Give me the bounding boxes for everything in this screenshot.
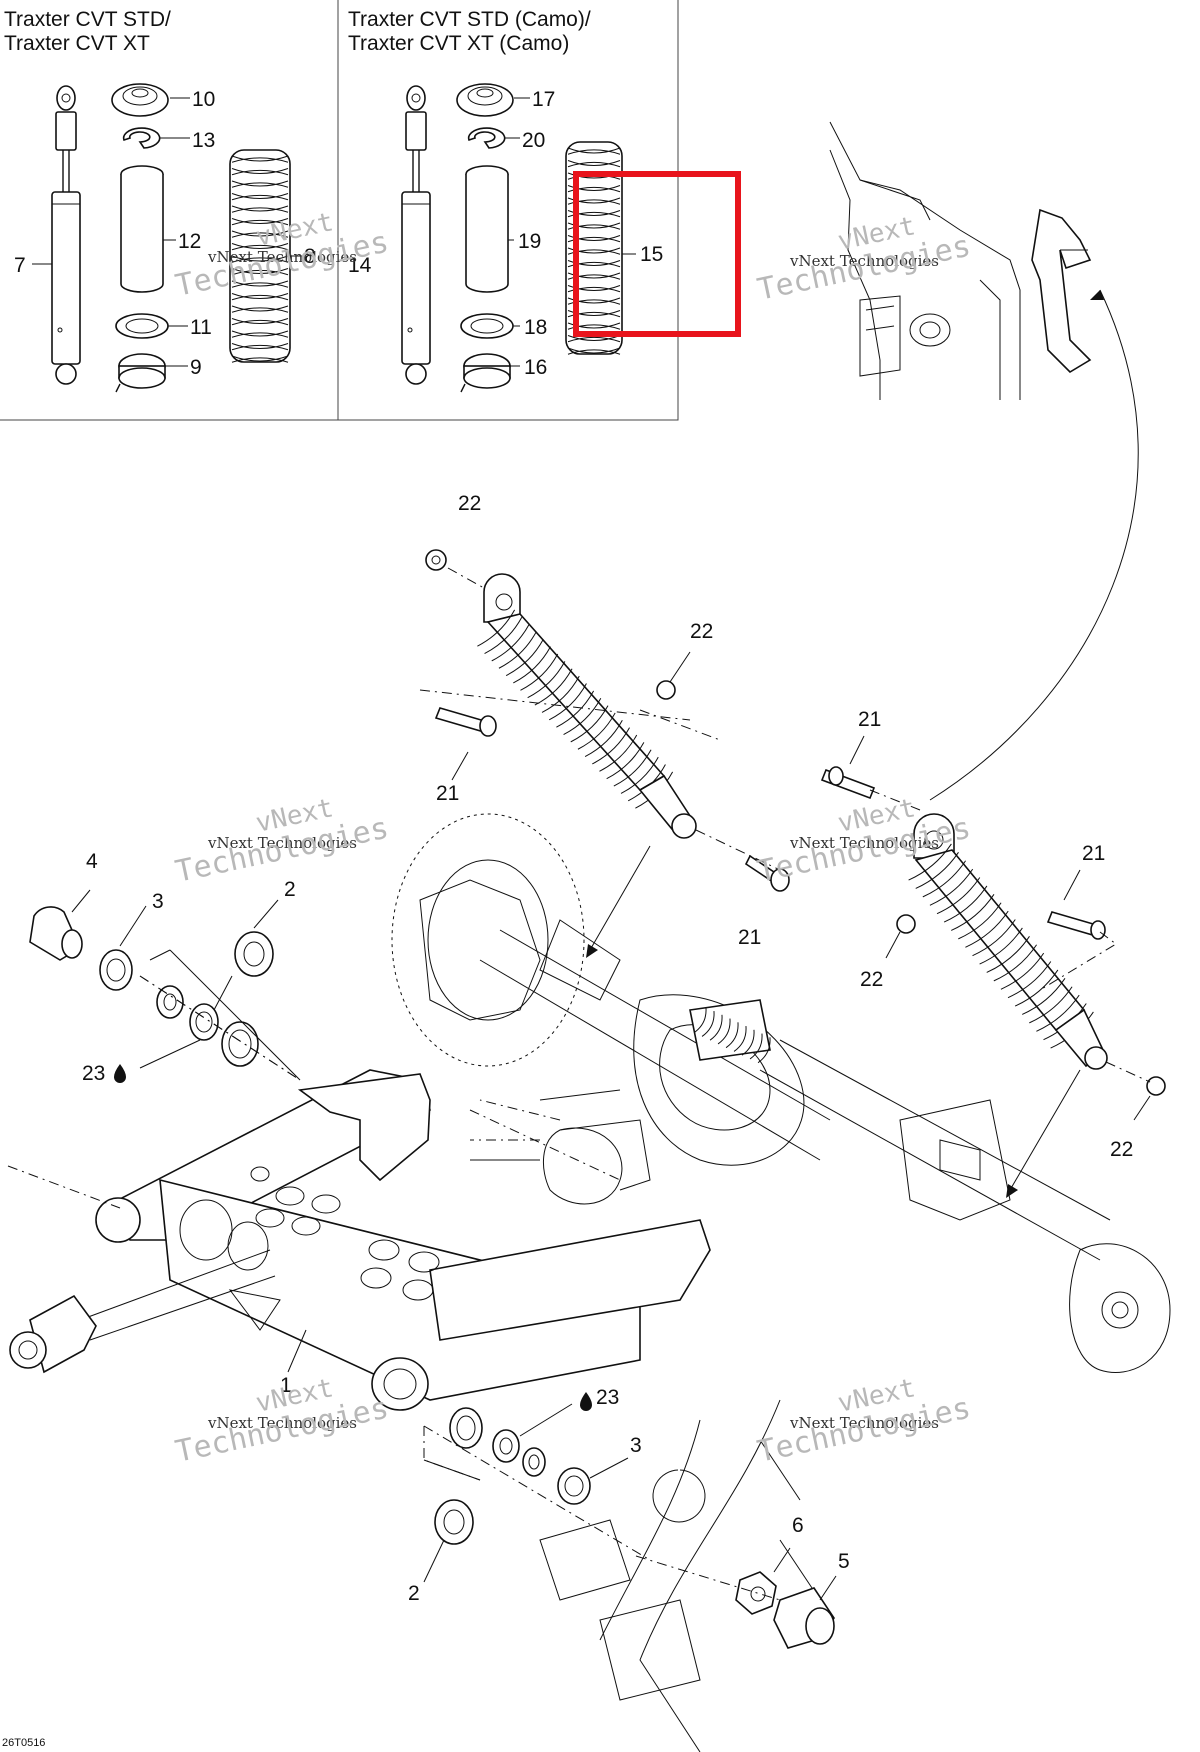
left-washer [115, 313, 169, 339]
callout-5: 5 [838, 1550, 850, 1573]
mount-arrow [929, 289, 1139, 801]
watermark-low-left: vNext vNext Technologies Technologies [172, 1373, 391, 1470]
callout-17: 17 [532, 88, 555, 111]
callout-10: 10 [192, 88, 215, 111]
callout-23-lower: 23 [596, 1386, 619, 1409]
callout-9: 9 [190, 356, 202, 379]
callout-2-lower: 2 [408, 1582, 420, 1605]
svg-text:vNext Technologies: vNext Technologies [789, 1414, 939, 1432]
nut-22-mid [656, 680, 676, 700]
part-23-needle-bearing-lower [492, 1429, 520, 1463]
left-coil-spring [229, 149, 291, 363]
drive-shaft-yoke [9, 1249, 276, 1374]
lubricant-drop-icon-lower [580, 1392, 592, 1411]
right-coil-spring [565, 141, 623, 355]
lubricant-drop-icon-upper [114, 1064, 126, 1083]
svg-text:vNext Technologies: vNext Technologies [789, 834, 939, 852]
callout-1: 1 [280, 1374, 292, 1397]
callout-14: 14 [348, 254, 372, 277]
callout-19: 19 [518, 230, 541, 253]
rear-axle-housing [391, 813, 1171, 1373]
callout-11: 11 [190, 316, 212, 339]
callout-4: 4 [86, 850, 98, 873]
right-retainer-clip [467, 127, 506, 149]
callout-3-lower: 3 [630, 1434, 642, 1457]
callout-6: 6 [792, 1514, 804, 1537]
callout-22-mid: 22 [690, 620, 713, 643]
callout-8: 8 [304, 245, 316, 268]
part-3-seal-upper [99, 949, 133, 991]
svg-text:vNext Technologies: vNext Technologies [789, 252, 939, 270]
panel-right-title-line1: Traxter CVT STD (Camo)/ [348, 8, 591, 31]
main-callouts: 22 22 21 21 21 21 22 22 4 3 2 23 1 23 3 … [82, 492, 1133, 1605]
callout-21-center: 21 [738, 926, 761, 949]
callout-21-upper: 21 [858, 708, 881, 731]
upper-frame-mount [829, 121, 1092, 400]
callout-22-right-low: 22 [1110, 1138, 1133, 1161]
drawing-code: 26T0516 [2, 1737, 45, 1749]
watermark-inset-right: vNext vNext Technologies Technologies [754, 211, 973, 308]
nut-22-right-low [1146, 1076, 1166, 1096]
callout-22-top: 22 [458, 492, 481, 515]
left-retainer-clip [122, 127, 161, 149]
nut-22-upper [425, 549, 447, 571]
inset-callouts: 10 13 12 8 7 11 9 14 17 20 19 15 18 16 [14, 88, 663, 379]
panel-left-title-line2: Traxter CVT XT [4, 32, 150, 55]
callout-2-upper: 2 [284, 878, 296, 901]
part-2-bearing-lower [434, 1499, 474, 1545]
callout-7: 7 [14, 254, 26, 277]
callout-12: 12 [178, 230, 201, 253]
left-spring-seat-upper [111, 83, 169, 117]
watermark-low-right: vNext vNext Technologies Technologies [754, 1373, 973, 1470]
inset-leader-lines [32, 97, 636, 367]
shock-assembly-right [820, 735, 1166, 1198]
panel-left-title-line1: Traxter CVT STD/ [4, 8, 171, 31]
lower-bearing-stack [423, 1403, 651, 1583]
right-shock-absorber [401, 85, 431, 385]
callout-15: 15 [640, 243, 663, 266]
callout-21-right: 21 [1082, 842, 1105, 865]
part-2-bearing-upper [234, 931, 274, 977]
watermark-mid-left: vNext vNext Technologies Technologies [172, 793, 391, 890]
inset-frame [0, 0, 679, 421]
panel-right-title-line2: Traxter CVT XT (Camo) [348, 32, 569, 55]
left-shock-absorber [51, 85, 81, 385]
svg-text:vNext Technologies: vNext Technologies [207, 248, 357, 266]
shock-assembly-left [419, 549, 790, 958]
right-spring-seat-upper [456, 83, 514, 117]
inset-panels: Traxter CVT STD/ Traxter CVT XT Traxter … [0, 0, 741, 421]
right-adjuster-nut [460, 353, 511, 393]
callout-18: 18 [524, 316, 547, 339]
left-adjuster-nut [115, 353, 166, 393]
svg-text:vNext Technologies: vNext Technologies [207, 834, 357, 852]
svg-text:vNext Technologies: vNext Technologies [207, 1414, 357, 1432]
callout-20: 20 [522, 129, 545, 152]
callout-3-upper: 3 [152, 890, 164, 913]
highlight-box [573, 171, 741, 337]
callout-21-left: 21 [436, 782, 459, 805]
left-bearing-stack [29, 889, 301, 1081]
callout-23-upper: 23 [82, 1062, 105, 1085]
callout-13: 13 [192, 129, 215, 152]
callout-22-right-mid: 22 [860, 968, 883, 991]
part-3-seal-lower [557, 1467, 591, 1505]
right-washer [460, 313, 514, 339]
lower-frame-section [539, 1399, 837, 1752]
left-bump-stop-sleeve [120, 165, 164, 293]
right-bump-stop-sleeve [465, 165, 509, 293]
callout-16: 16 [524, 356, 547, 379]
nut-22-right-mid [896, 914, 916, 934]
swing-arm [7, 1069, 711, 1411]
mount-arrowhead [1090, 290, 1104, 300]
